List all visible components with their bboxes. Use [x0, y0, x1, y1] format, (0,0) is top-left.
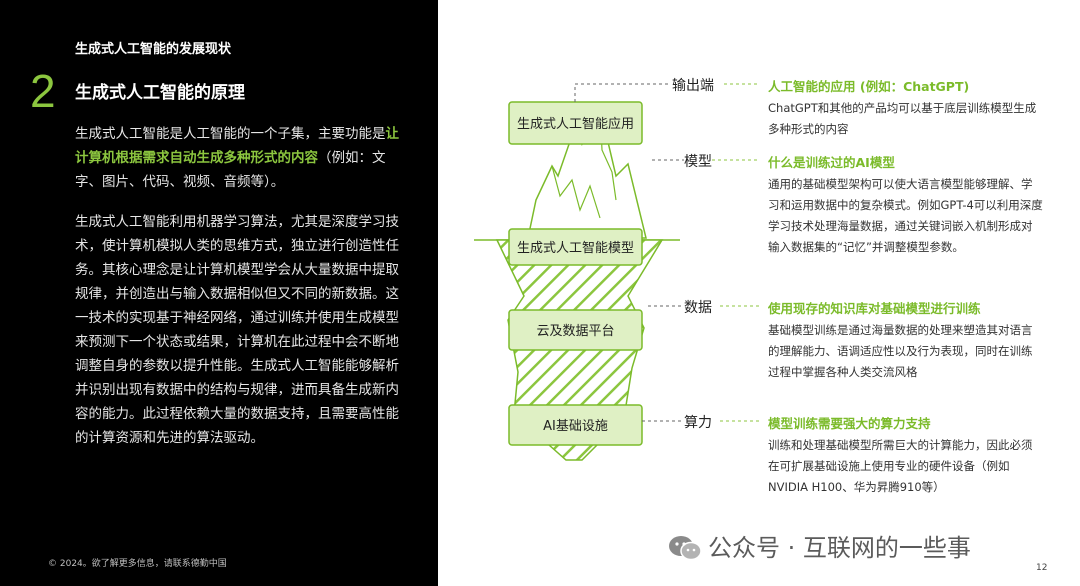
box-infra: AI基础设施 — [543, 419, 608, 434]
desc-output: ChatGPT和其他的产品均可以基于底层训练模型生成多种形式的内容 — [768, 101, 1037, 136]
box-model-shape — [508, 228, 643, 266]
heading-output: 人工智能的应用 (例如：ChatGPT) — [768, 79, 970, 94]
box-data-shape — [508, 309, 643, 351]
box-infra-shape — [508, 404, 643, 446]
intro-text-b: （例如：文字、图片、代码、视频、音频等）。 — [75, 150, 386, 190]
left-panel: 生成式人工智能的发展现状 2 生成式人工智能的原理 生成式人工智能是人工智能的一… — [0, 0, 438, 586]
intro-highlight: 让计算机根据需求自动生成多种形式的内容 — [75, 126, 399, 166]
desc-model: 通用的基础模型架构可以使大语言模型能够理解、学习和运用数据中的复杂模式。例如GP… — [768, 177, 1043, 254]
watermark: 公众号 · 互联网的一些事 — [668, 528, 971, 563]
body-paragraph: 生成式人工智能利用机器学习算法，尤其是深度学习技术，使计算机模拟人类的思维方式，… — [75, 214, 399, 446]
page-number: 12 — [1036, 563, 1048, 573]
leader-output — [574, 83, 668, 102]
heading-data: 使用现存的知识库对基础模型进行训练 — [768, 301, 981, 316]
iceberg-crevice — [551, 165, 601, 219]
watermark-text: 公众号 · 互联网的一些事 — [708, 534, 971, 562]
heading-model: 什么是训练过的AI模型 — [768, 155, 895, 170]
layer-label-model: 模型 — [684, 154, 712, 170]
wechat-icon — [669, 536, 702, 561]
copyright: © 2024。欲了解更多信息，请联系德勤中国 — [48, 559, 227, 569]
desc-compute: 训练和处理基础模型所需巨大的计算能力，因此必须在可扩展基础设施上使用专业的硬件设… — [768, 438, 1033, 494]
section-title: 生成式人工智能的发展现状 — [75, 42, 232, 57]
desc-data: 基础模型训练是通过海量数据的处理来塑造其对语言的理解能力、语调适应性以及行为表现… — [768, 323, 1033, 379]
page-title: 生成式人工智能的原理 — [75, 83, 245, 103]
intro-text-a: 生成式人工智能是人工智能的一个子集，主要功能是 — [75, 126, 386, 142]
box-model: 生成式人工智能模型 — [517, 241, 634, 256]
iceberg-diagram: 生成式人工智能应用 生成式人工智能模型 云及数据平台 AI基础设施 — [474, 83, 760, 461]
intro-paragraph: 生成式人工智能是人工智能的一个子集，主要功能是让计算机根据需求自动生成多种形式的… — [75, 122, 410, 194]
heading-compute: 模型训练需要强大的算力支持 — [768, 416, 931, 431]
box-data: 云及数据平台 — [536, 324, 614, 339]
box-application: 生成式人工智能应用 — [517, 116, 634, 132]
layer-label-output: 输出端 — [672, 78, 714, 94]
layer-label-compute: 算力 — [684, 415, 712, 431]
layer-label-data: 数据 — [684, 300, 712, 316]
chapter-number: 2 — [30, 65, 56, 117]
